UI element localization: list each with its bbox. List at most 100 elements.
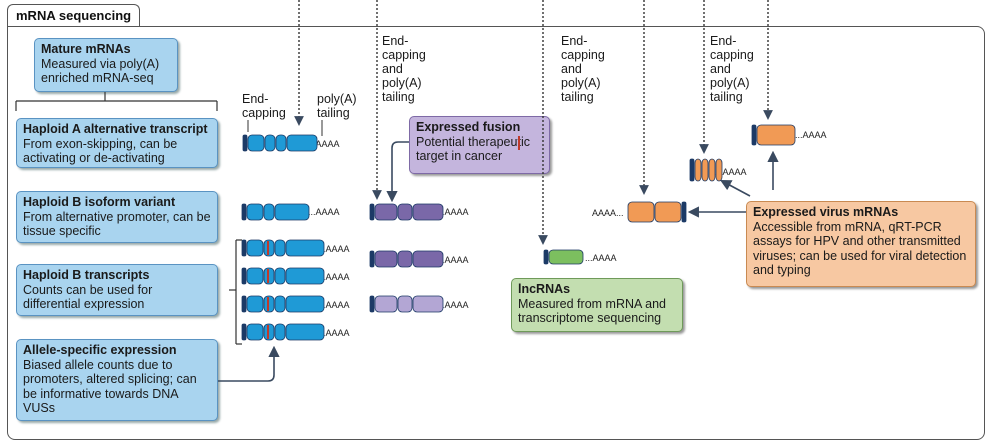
poly-a-tail-haploid-a: ...AAAA <box>308 139 340 149</box>
hb-transcript-4-exon-3 <box>274 323 286 341</box>
fusion-transcript-1-cap <box>369 203 375 221</box>
virus-transcript-small-exon-1 <box>694 158 702 182</box>
hb-transcript-2-cap <box>241 267 247 285</box>
fusion-transcript-2-exon-3 <box>412 250 444 268</box>
fusion-arrow <box>386 141 409 203</box>
haploid-a-transcript-exon-3 <box>275 134 287 152</box>
lncrna-transcript-cap <box>543 249 549 265</box>
fusion-transcript-3-cap <box>369 295 375 313</box>
allele-specific-body: Biased allele counts due to promoters, a… <box>23 357 197 416</box>
allele-specific-title: Allele-specific expression <box>23 343 177 357</box>
dotted-arrows <box>294 0 773 245</box>
haploid-a-title: Haploid A alternative transcript <box>23 122 208 136</box>
allele-arrow <box>218 345 280 382</box>
expressed-virus-body: Accessible from mRNA, qRT-PCR assays for… <box>753 219 967 278</box>
lncrna-transcript-exon-1 <box>548 249 584 265</box>
poly-a-tail-fusion-1: ...AAAA <box>437 207 469 217</box>
virus-transcript-main-cap <box>681 201 687 223</box>
transcript-group <box>241 124 796 341</box>
allele-specific-box: Allele-specific expression Biased allele… <box>16 339 218 421</box>
transcripts-bracket <box>229 239 242 345</box>
virus-transcript-top-cap <box>751 124 757 146</box>
mature-mrnas-body: Measured via poly(A) enriched mRNA-seq <box>41 56 160 86</box>
section-title: mRNA sequencing <box>16 8 132 23</box>
hb-transcript-2-exon-1 <box>246 267 264 285</box>
haploid-b-transcripts-title: Haploid B transcripts <box>23 268 150 282</box>
poly-a-tail-transcript-1: ...AAAA <box>318 244 350 254</box>
haploid-b-transcripts-box: Haploid B transcripts Counts can be used… <box>16 264 218 316</box>
hb-transcript-1-cap <box>241 239 247 257</box>
processing-label-virus: End- capping and poly(A) tailing <box>710 34 754 104</box>
hb-transcript-3-exon-4 <box>285 295 325 313</box>
hb-transcript-3-exon-3 <box>274 295 286 313</box>
virus-transcript-small-exon-4 <box>715 158 723 182</box>
poly-a-tail-fusion-3: ...AAAA <box>437 300 469 310</box>
expressed-virus-box: Expressed virus mRNAs Accessible from mR… <box>746 201 976 287</box>
hb-transcript-1-exon-4 <box>285 239 325 257</box>
isoform-transcript-cap <box>241 203 247 221</box>
lncrnas-box: lncRNAs Measured from mRNA and transcrip… <box>511 278 683 332</box>
expressed-fusion-body: Potential therapeutic target in cancer <box>416 134 530 164</box>
haploid-a-transcript-cap <box>242 134 248 152</box>
fusion-transcript-3-exon-1 <box>374 295 398 313</box>
hb-transcript-1-exon-1 <box>246 239 264 257</box>
virus-arrow-small <box>720 179 751 197</box>
expressed-fusion-title: Expressed fusion <box>416 120 521 134</box>
poly-a-tail-virus-main: AAAA... <box>592 208 624 218</box>
lncrnas-title: lncRNAs <box>518 282 571 296</box>
poly-a-tail-virus-small: ...AAAA <box>715 167 747 177</box>
poly-a-tail-fusion-2: ...AAAA <box>437 255 469 265</box>
haploid-b-isoform-body: From alternative promoter, can be tissue… <box>23 209 211 239</box>
hb-transcript-4-cap <box>241 323 247 341</box>
hb-transcript-2-exon-4 <box>285 267 325 285</box>
virus-transcript-small-exon-2 <box>701 158 709 182</box>
haploid-a-transcript-exon-2 <box>264 134 276 152</box>
poly-a-tail-lncrna: ...AAAA <box>585 253 617 263</box>
processing-label-fusion: End- capping and poly(A) tailing <box>382 34 426 104</box>
hb-transcript-2-exon-3 <box>274 267 286 285</box>
end-capping-label: End- capping <box>242 92 286 120</box>
poly-a-tailing-label: poly(A) tailing <box>317 92 357 120</box>
category-bracket <box>15 92 218 111</box>
hb-transcript-4-exon-1 <box>246 323 264 341</box>
virus-transcript-main-exon-2 <box>654 201 682 223</box>
lncrnas-body: Measured from mRNA and transcriptome seq… <box>518 296 666 326</box>
fusion-transcript-2-exon-1 <box>374 250 398 268</box>
poly-a-tail-transcript-3: ...AAAA <box>318 300 350 310</box>
hb-transcript-4-exon-4 <box>285 323 325 341</box>
haploid-a-transcript-exon-4 <box>286 134 318 152</box>
poly-a-tail-isoform: ...AAAA <box>308 207 340 217</box>
isoform-transcript-exon-3 <box>274 203 310 221</box>
haploid-b-isoform-title: Haploid B isoform variant <box>23 195 176 209</box>
fusion-transcript-2-exon-2 <box>397 250 413 268</box>
hb-transcript-3-cap <box>241 295 247 313</box>
fusion-transcript-1-exon-2 <box>397 203 413 221</box>
virus-transcript-top-exon-1 <box>756 124 796 146</box>
fusion-transcript-2-cap <box>369 250 375 268</box>
haploid-a-box: Haploid A alternative transcript From ex… <box>16 118 218 168</box>
processing-label-lncrna: End- capping and poly(A) tailing <box>561 34 605 104</box>
virus-transcript-small-exon-3 <box>708 158 716 182</box>
mature-mrnas-title: Mature mRNAs <box>41 42 131 56</box>
fusion-transcript-1-exon-1 <box>374 203 398 221</box>
virus-transcript-small-cap <box>689 158 695 182</box>
expressed-virus-title: Expressed virus mRNAs <box>753 205 899 219</box>
haploid-a-transcript-exon-1 <box>247 134 265 152</box>
haploid-b-transcripts-body: Counts can be used for differential expr… <box>23 282 153 312</box>
isoform-transcript-exon-2 <box>263 203 275 221</box>
hb-transcript-1-exon-3 <box>274 239 286 257</box>
haploid-a-body: From exon-skipping, can be activating or… <box>23 136 178 166</box>
fusion-transcript-3-exon-2 <box>397 295 413 313</box>
haploid-b-isoform-box: Haploid B isoform variant From alternati… <box>16 191 218 243</box>
poly-a-tail-transcript-4: ...AAAA <box>318 328 350 338</box>
poly-a-tail-transcript-2: ...AAAA <box>318 272 350 282</box>
hb-transcript-3-exon-1 <box>246 295 264 313</box>
fusion-transcript-3-exon-3 <box>412 295 444 313</box>
fusion-transcript-1-exon-3 <box>412 203 444 221</box>
isoform-transcript-exon-1 <box>246 203 264 221</box>
expressed-fusion-box: Expressed fusion Potential therapeutic t… <box>409 116 550 174</box>
poly-a-tail-virus-top: ...AAAA <box>795 130 827 140</box>
virus-transcript-main-exon-1 <box>627 201 655 223</box>
section-tab: mRNA sequencing <box>7 4 140 26</box>
